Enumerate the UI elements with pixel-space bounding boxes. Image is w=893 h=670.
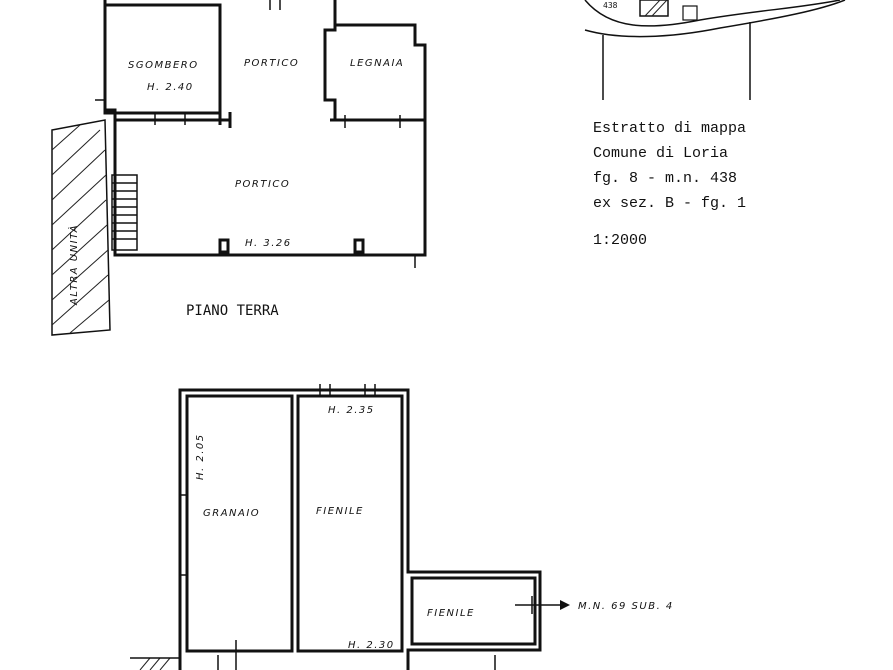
lower-hatching: [130, 657, 180, 670]
legnaia-room-outline: [323, 25, 420, 122]
adjacent-unit-label: ALTRA UNITÀ: [67, 224, 80, 306]
upper-floor-plan: GRANAIO H. 2.05 FIENILE H. 2.35 H. 2.30 …: [130, 384, 674, 670]
cadastral-line-1: Estratto di mappa: [593, 120, 747, 137]
map-parcel-number: 438: [603, 1, 618, 10]
cadastral-scale: 1:2000: [593, 232, 648, 249]
portico-pillar-right: [353, 238, 365, 254]
fienile-small-room-outline: [410, 576, 537, 646]
sgombero-label: SGOMBERO: [128, 60, 199, 71]
reference-label: M.N. 69 SUB. 4: [578, 601, 674, 612]
cadastral-line-4: ex sez. B - fg. 1: [593, 195, 747, 212]
ground-floor-plan: SGOMBERO H. 2.40 PORTICO LEGNAIA PORTICO…: [51, 0, 427, 336]
cadastral-map-excerpt: 438: [584, 0, 846, 100]
portico-top-label: PORTICO: [244, 58, 299, 69]
map-boundary-curve: [584, 0, 841, 27]
portico-main-label: PORTICO: [235, 179, 290, 190]
fienile-room-outline: [296, 394, 404, 653]
granaio-window: [179, 494, 188, 576]
fienile-height-bottom-label: H. 2.30: [348, 640, 395, 651]
sgombero-room-outline: [103, 3, 222, 115]
map-boundary-curve-2: [584, 0, 846, 38]
legnaia-label: LEGNAIA: [350, 58, 404, 69]
granaio-label: GRANAIO: [203, 508, 260, 519]
cadastral-line-3: fg. 8 - m.n. 438: [593, 170, 738, 187]
granaio-height-label: H. 2.05: [195, 433, 206, 480]
cadastral-info: Estratto di mappa Comune di Loria fg. 8 …: [593, 116, 746, 253]
portico-height-label: H. 3.26: [245, 238, 292, 249]
ground-floor-title: PIANO TERRA: [186, 303, 279, 319]
reference-arrow-head: [560, 600, 570, 610]
portico-pillar-left: [218, 238, 230, 254]
map-parcel-building: [639, 0, 669, 17]
cadastral-line-2: Comune di Loria: [593, 145, 729, 162]
fienile-label: FIENILE: [316, 506, 364, 517]
ground-floor-right-wall: [333, 0, 427, 120]
fienile-small-label: FIENILE: [427, 608, 475, 619]
staircase: [111, 174, 138, 251]
upper-floor-outer-wall: [178, 388, 542, 670]
ground-floor-outer-wall: [103, 0, 427, 257]
adjacent-unit-hatching: [51, 119, 111, 336]
map-small-building: [682, 5, 698, 21]
sgombero-height-label: H. 2.40: [147, 82, 194, 93]
fienile-height-top-label: H. 2.35: [328, 405, 375, 416]
